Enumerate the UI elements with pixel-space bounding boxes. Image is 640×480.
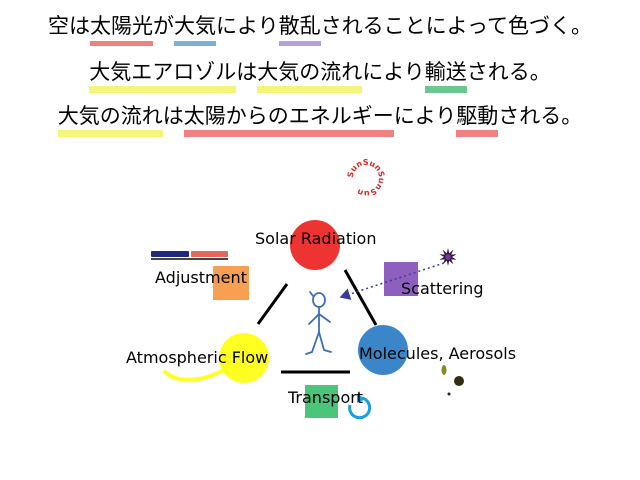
solar-radiation-label: Solar Radiation [255, 229, 377, 248]
sentence-1-segment-6: されることによって色づく。 [320, 14, 592, 38]
sentence-3-segment-0: 大気の流れ [57, 100, 163, 137]
sentence-2: 大気エアロゾルは大気の流れにより輸送される。 [0, 56, 640, 93]
molecules-aerosols-label: Molecules, Aerosols [359, 344, 517, 363]
transport-label: Transport [288, 388, 364, 407]
sentence-3-segment-4: 駆動 [456, 100, 499, 137]
particle-dark [454, 376, 464, 386]
stick-figure-icon [305, 291, 332, 355]
sentence-3: 大気の流れは太陽からのエネルギーにより駆動される。 [0, 100, 640, 137]
flow-arc [163, 365, 230, 382]
sentence-1-segment-3: 大気 [174, 10, 217, 46]
sentence-1-segment-1: 太陽光 [90, 10, 154, 46]
solar-radiation-circle [290, 220, 340, 270]
sentence-1-segment-2: が [153, 14, 175, 38]
particle-small [447, 392, 451, 396]
edge-solar-flow [256, 283, 289, 325]
sentence-2-segment-2: 大気の流れ [257, 56, 363, 93]
circular-arrow-icon [348, 394, 372, 420]
atmospheric-flow-circle [219, 333, 269, 383]
sentence-1-segment-0: 空は [48, 14, 91, 38]
sentence-3-segment-2: 太陽からのエネルギー [183, 100, 394, 137]
scattering-label: Scattering [401, 279, 484, 298]
sentence-1-segment-4: により [216, 14, 279, 38]
sentence-3-segment-3: により [393, 104, 457, 128]
sun-ring-icon: SunSunSunSun [346, 158, 386, 198]
sentence-3-segment-1: は [162, 104, 184, 128]
edge-solar-molecules [343, 269, 378, 326]
adjustment-bar-salmon [191, 251, 228, 257]
adjustment-label: Adjustment [155, 268, 247, 287]
adjustment-bar-shadow [151, 258, 228, 260]
atmospheric-flow-label: Atmospheric Flow [126, 348, 269, 367]
adjustment-bar-navy [151, 251, 189, 257]
sentence-3-segment-5: される。 [498, 104, 583, 128]
flow-arc-head [222, 360, 235, 374]
particle-olive [441, 365, 447, 375]
transport-square [305, 385, 338, 418]
sentence-2-segment-1: は [236, 60, 258, 84]
scattering-arrow [339, 262, 445, 300]
molecules-aerosols-circle [358, 325, 408, 375]
sentence-2-segment-0: 大気エアロゾル [89, 56, 237, 93]
sentence-1-segment-5: 散乱 [278, 10, 321, 46]
svg-text:SunSunSunSun: SunSunSunSun [346, 158, 386, 198]
scattering-square [384, 262, 418, 296]
sentence-2-segment-3: により [362, 60, 425, 84]
sentence-1: 空は太陽光が大気により散乱されることによって色づく。 [0, 10, 640, 46]
adjustment-square [213, 266, 249, 300]
sentence-2-segment-5: される。 [466, 60, 551, 84]
starburst-icon [439, 248, 457, 266]
sentence-2-segment-4: 輸送 [424, 56, 467, 93]
